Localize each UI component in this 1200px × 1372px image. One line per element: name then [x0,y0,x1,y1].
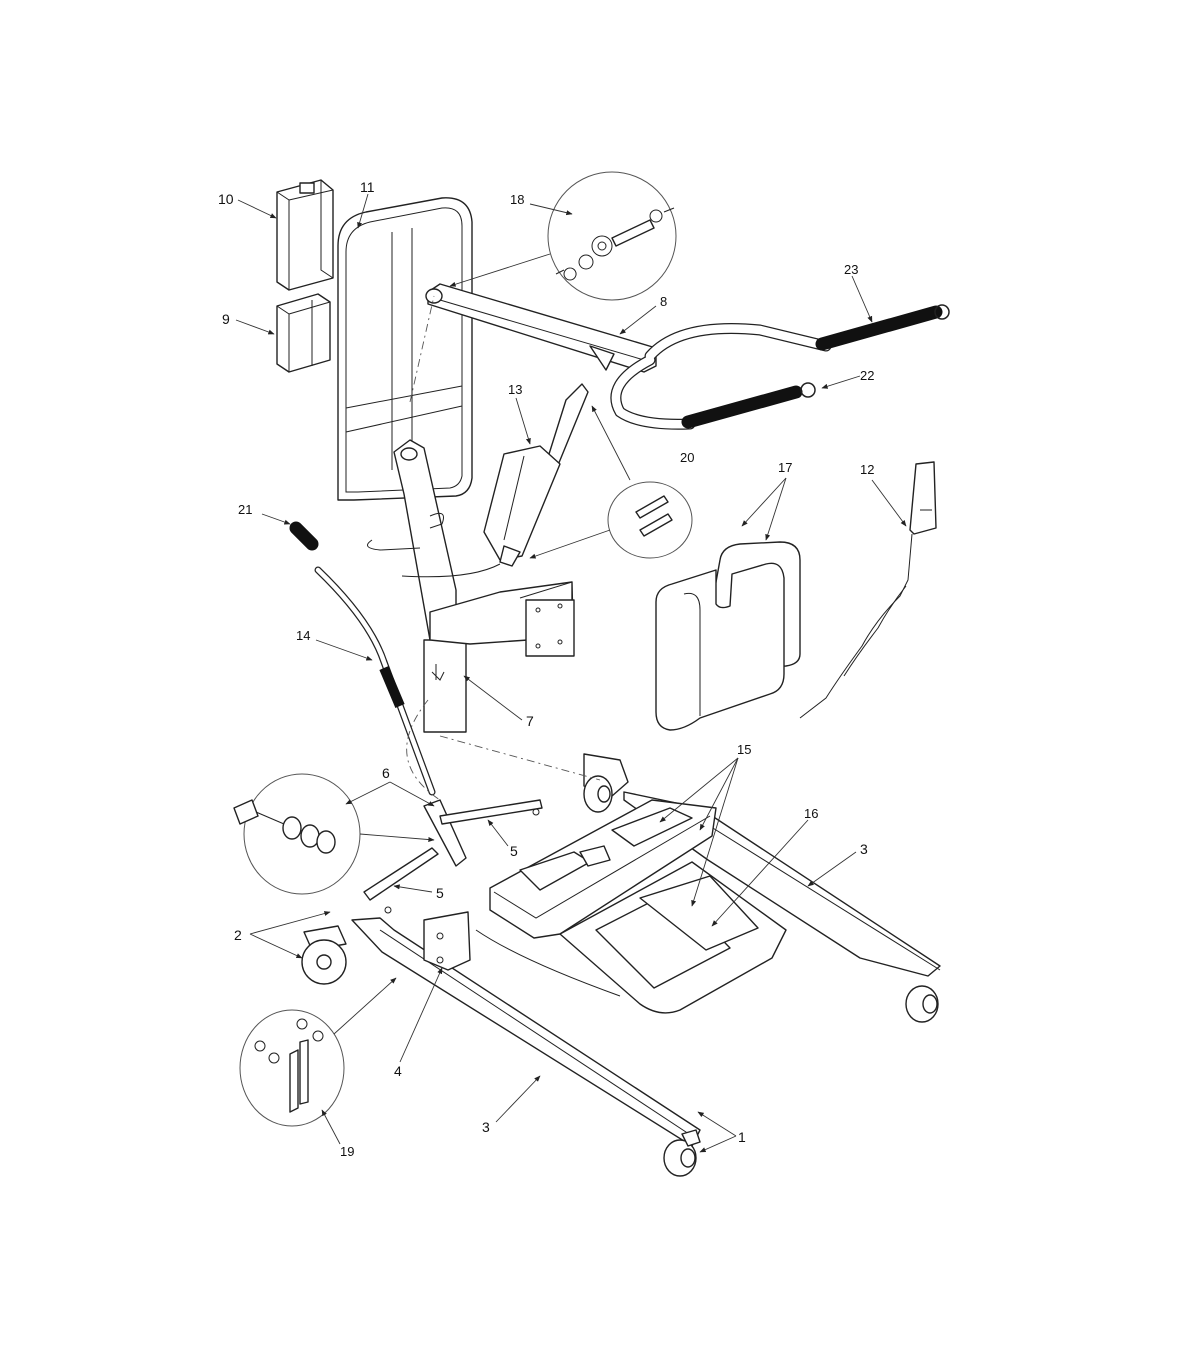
callout-14: 14 [296,628,310,643]
callout-7: 7 [526,713,534,729]
leg-adjust-link-part [363,799,543,914]
leader-lines [235,193,907,1153]
callout-23: 23 [844,262,858,277]
actuator-part [401,383,589,578]
lift-arm-part [425,283,657,373]
callout-6: 6 [382,765,390,781]
right-caster-part [905,985,939,1023]
callout-16: 16 [804,806,818,821]
callout-4: 4 [394,1063,402,1079]
callout-18: 18 [510,192,524,207]
mast-part [367,439,575,733]
callout-11: 11 [360,179,375,195]
detail-circle-18 [547,171,677,301]
knee-pad-part [655,541,801,731]
callout-8: 8 [660,294,667,309]
callout-5-lower: 5 [436,885,444,901]
callout-2: 2 [234,927,242,943]
callout-9: 9 [222,311,230,327]
callout-13: 13 [508,382,522,397]
callout-3-right: 3 [860,841,868,857]
spreader-bar-part [610,304,950,430]
callout-22: 22 [860,368,874,383]
detail-circle-20 [607,481,693,559]
battery-box-part [276,179,334,291]
callout-20: 20 [680,450,694,465]
detail-circle-6 [233,773,361,895]
callout-12: 12 [860,462,874,477]
hand-control-part [799,461,937,719]
callout-17: 17 [778,460,792,475]
rear-caster-part [663,1129,701,1177]
callout-5-upper: 5 [510,843,518,859]
footplate-part [475,799,787,1014]
control-box-part [276,293,331,373]
mast-frame-part [337,197,473,501]
callout-1: 1 [738,1129,746,1145]
callout-19: 19 [340,1144,354,1159]
callout-15: 15 [737,742,751,757]
front-left-caster-part [301,925,347,985]
callout-3-left: 3 [482,1119,490,1135]
steering-handle-part [289,521,436,796]
detail-circle-19 [239,1009,345,1127]
callout-21: 21 [238,502,252,517]
callout-10: 10 [218,191,234,207]
